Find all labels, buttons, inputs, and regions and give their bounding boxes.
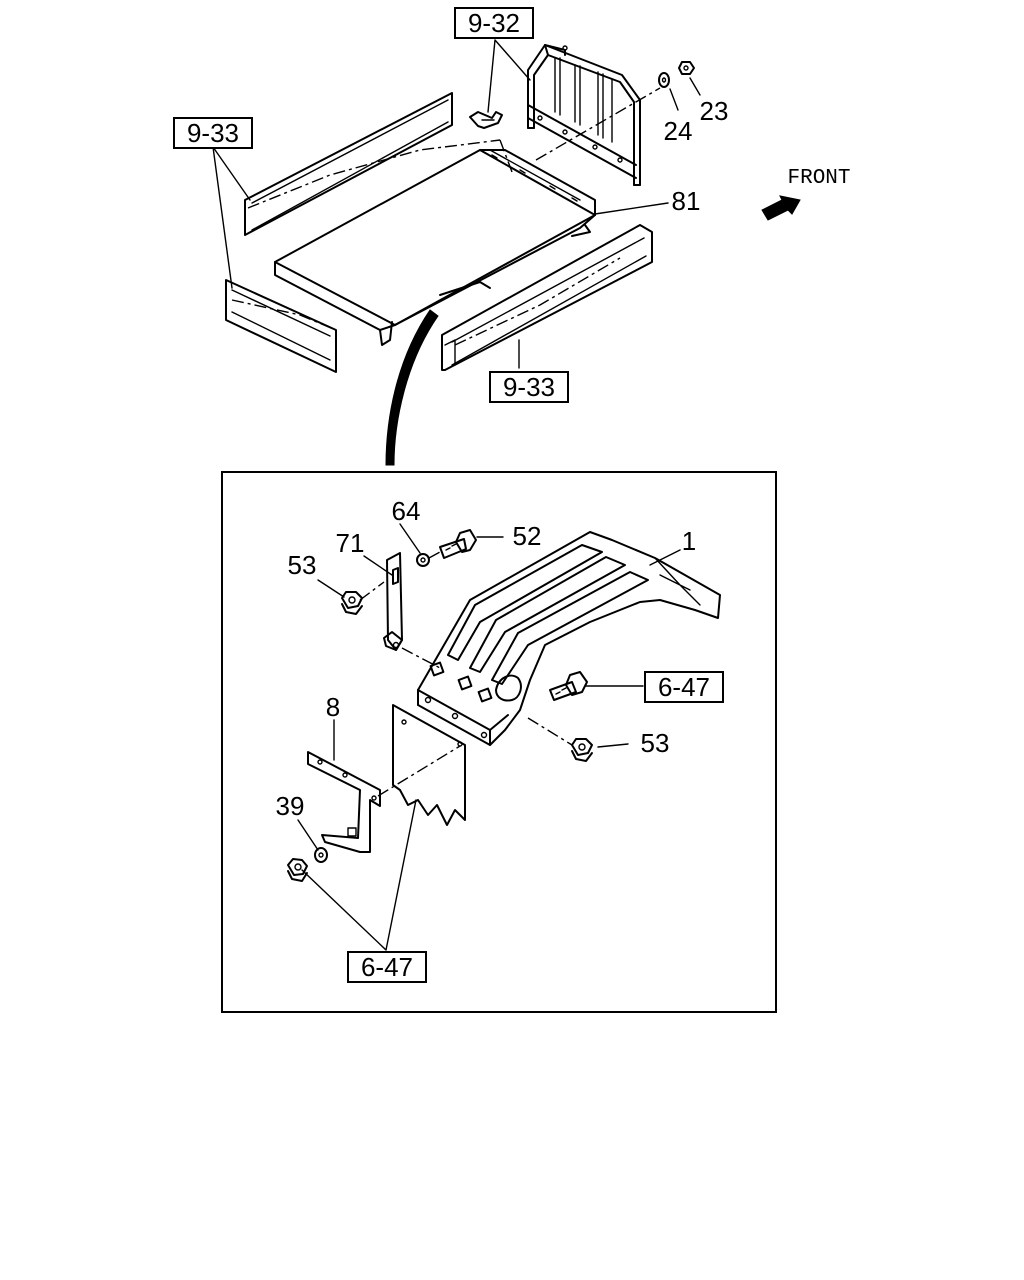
detail-callout-arrow <box>385 309 439 466</box>
cargo-deck-assembly <box>212 39 701 466</box>
part-number-24: 24 <box>664 116 693 146</box>
mud-flap-bracket <box>307 751 381 853</box>
washer-icon <box>416 553 430 567</box>
part-number-71: 71 <box>336 528 365 558</box>
part-number-81: 81 <box>672 186 701 216</box>
bolt-icon <box>549 671 588 701</box>
rear-gate <box>527 44 641 186</box>
ref-box-6-47-bottom: 6-47 <box>347 951 427 983</box>
part-number-52: 52 <box>513 521 542 551</box>
svg-text:9-32: 9-32 <box>468 8 520 38</box>
part-number-64: 64 <box>392 496 421 526</box>
part-number-23: 23 <box>700 96 729 126</box>
bolt-icon <box>469 111 503 129</box>
front-arrow-icon <box>761 195 801 221</box>
ref-box-9-33-lower: 9-33 <box>489 371 569 403</box>
washer-icon <box>314 847 328 863</box>
part-number-8: 8 <box>326 692 340 722</box>
ref-box-9-33-upper: 9-33 <box>173 117 253 149</box>
stay-bracket <box>383 552 403 651</box>
ref-box-9-32: 9-32 <box>454 7 534 39</box>
svg-text:9-33: 9-33 <box>503 372 555 402</box>
part-number-53: 53 <box>288 550 317 580</box>
nut-icon <box>678 61 695 75</box>
part-number-53: 53 <box>641 728 670 758</box>
flange-nut-icon <box>571 738 593 762</box>
flange-nut-icon <box>341 591 363 615</box>
part-number-1: 1 <box>682 526 696 556</box>
svg-text:9-33: 9-33 <box>187 118 239 148</box>
bolt-icon <box>439 529 477 559</box>
flange-nut-icon <box>287 858 308 882</box>
washer-icon <box>658 72 670 88</box>
ref-box-6-47-right: 6-47 <box>644 671 724 703</box>
svg-text:6-47: 6-47 <box>361 952 413 982</box>
front-label: FRONT <box>787 167 850 190</box>
part-number-39: 39 <box>276 791 305 821</box>
detail-frame <box>221 471 777 1013</box>
svg-text:6-47: 6-47 <box>658 672 710 702</box>
mudguard-assembly <box>392 531 721 826</box>
